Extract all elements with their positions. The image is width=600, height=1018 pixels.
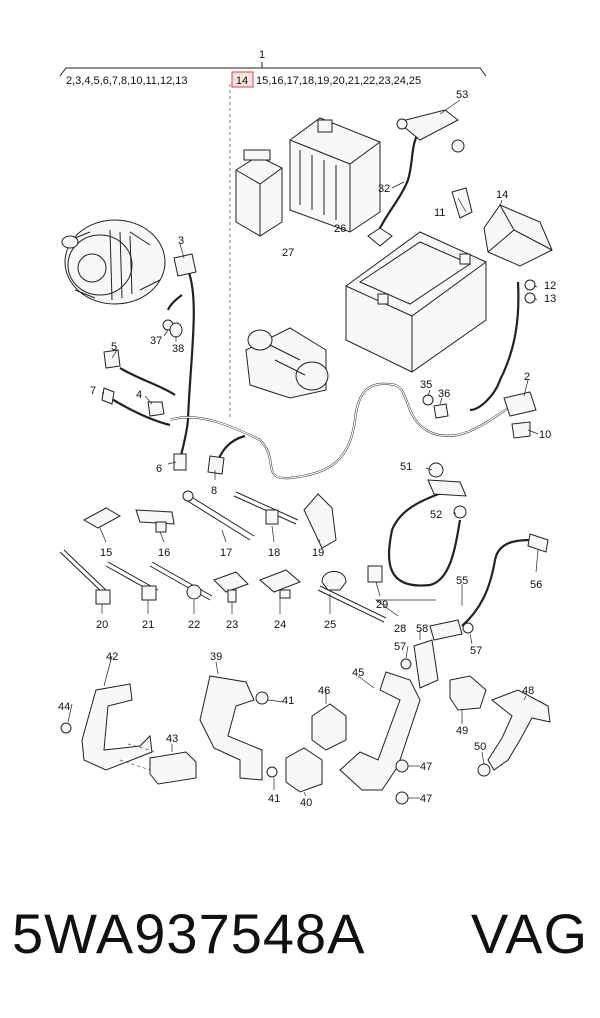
- ties-row-2: [59, 549, 387, 623]
- header-highlighted-item: 14: [236, 75, 248, 87]
- holder-46: [311, 703, 347, 751]
- callout-2: 2: [524, 371, 530, 383]
- battery: [345, 231, 487, 373]
- terminal-clamp-14: [483, 204, 553, 304]
- callout-40: 40: [300, 797, 312, 809]
- callout-28: 28: [394, 623, 406, 635]
- callout-53: 53: [456, 89, 468, 101]
- callout-26: 26: [334, 223, 346, 235]
- callout-21: 21: [142, 619, 154, 631]
- header-left-group: 2,3,4,5,6,7,8,10,11,12,13: [66, 75, 188, 87]
- callout-37: 37: [150, 335, 162, 347]
- callout-23: 23: [226, 619, 238, 631]
- callout-18: 18: [268, 547, 280, 559]
- callout-50: 50: [474, 741, 486, 753]
- callout-57b: 57: [470, 645, 482, 657]
- callout-56: 56: [530, 579, 542, 591]
- callout-58: 58: [416, 623, 428, 635]
- alternator: [61, 219, 166, 305]
- callout-45: 45: [352, 667, 364, 679]
- footer: 5WA937548A VAG: [0, 894, 600, 984]
- leader-lines: [67, 99, 539, 799]
- callout-12: 12: [544, 280, 556, 292]
- bracket-39: [199, 675, 278, 781]
- callout-47a: 47: [420, 761, 432, 773]
- assembly-number: 1: [259, 49, 265, 61]
- module-43: [149, 751, 197, 785]
- callout-16: 16: [158, 547, 170, 559]
- callout-7: 7: [90, 385, 96, 397]
- relay-carrier: [235, 149, 283, 237]
- callout-22: 22: [188, 619, 200, 631]
- callout-6: 6: [156, 463, 162, 475]
- terminal-11: [451, 187, 473, 219]
- callout-13: 13: [544, 293, 556, 305]
- callout-52: 52: [430, 509, 442, 521]
- callout-51: 51: [400, 461, 412, 473]
- callout-48: 48: [522, 685, 534, 697]
- callout-41a: 41: [282, 695, 294, 707]
- bracket-42: [60, 683, 157, 771]
- callout-32: 32: [378, 183, 390, 195]
- callout-17: 17: [220, 547, 232, 559]
- callout-38: 38: [172, 343, 184, 355]
- battery-cable-32: [367, 109, 465, 247]
- callout-19: 19: [312, 547, 324, 559]
- callout-15: 15: [100, 547, 112, 559]
- battery-cable-28: [367, 462, 467, 587]
- clip-35-36: [422, 394, 449, 419]
- callout-43: 43: [166, 733, 178, 745]
- callout-11: 11: [434, 207, 445, 219]
- connector-49: [449, 675, 487, 711]
- part-number: 5WA937548A: [12, 902, 366, 965]
- callout-14: 14: [496, 189, 508, 201]
- callout-10: 10: [539, 429, 551, 441]
- bracket-48: [477, 689, 551, 777]
- callout-3: 3: [178, 235, 184, 247]
- starter-motor: [245, 327, 329, 399]
- bracket-45: [339, 671, 421, 805]
- callout-20: 20: [96, 619, 108, 631]
- header-right-group: 15,16,17,18,19,20,21,22,23,24,25: [256, 75, 421, 87]
- callout-49: 49: [456, 725, 468, 737]
- fuse-box: [289, 117, 381, 233]
- callout-25: 25: [324, 619, 336, 631]
- highlight-box: [231, 71, 254, 88]
- callout-labels: 2 3 4 5 6 7 8 10 11 12 13 14 15 16 17 18…: [58, 89, 556, 809]
- callout-47b: 47: [420, 793, 432, 805]
- clips-row-1: [82, 490, 337, 549]
- callout-41b: 41: [268, 793, 280, 805]
- sensor-2: [503, 391, 537, 439]
- holder-40: [285, 747, 323, 793]
- callout-29: 29: [376, 599, 388, 611]
- callout-24: 24: [274, 619, 286, 631]
- callout-35: 35: [420, 379, 432, 391]
- callout-8: 8: [211, 485, 217, 497]
- callout-44: 44: [58, 701, 70, 713]
- brand-label: VAG: [470, 902, 588, 965]
- callout-27: 27: [282, 247, 294, 259]
- callout-46: 46: [318, 685, 330, 697]
- battery-cable-55: [429, 533, 549, 641]
- callout-42: 42: [106, 651, 118, 663]
- callout-55: 55: [456, 575, 468, 587]
- callout-39: 39: [210, 651, 222, 663]
- callout-57a: 57: [394, 641, 406, 653]
- callout-4: 4: [136, 389, 142, 401]
- terminal-58: [400, 639, 439, 689]
- callout-36: 36: [438, 388, 450, 400]
- connectors-left: [101, 253, 225, 475]
- callout-5: 5: [111, 341, 117, 353]
- assembly-header: 1 2,3,4,5,6,7,8,10,11,12,13 14 15,16,17,…: [59, 49, 487, 420]
